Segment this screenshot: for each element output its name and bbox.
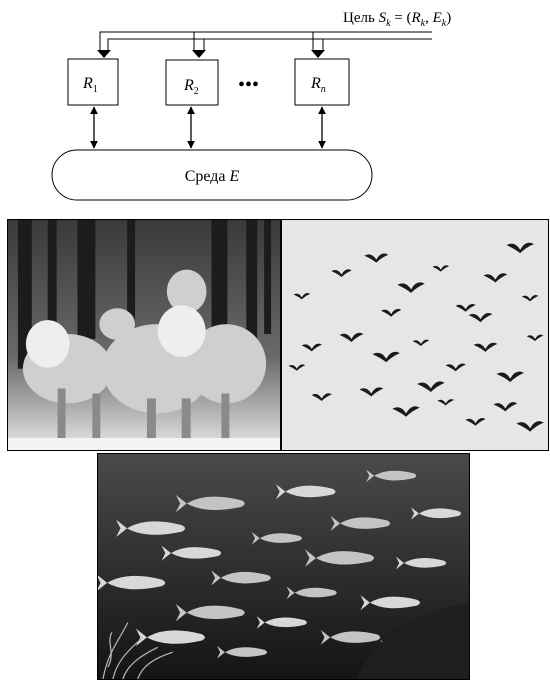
ellipsis-dots: ••• — [238, 74, 259, 96]
bird-silhouette — [455, 303, 476, 312]
robot-environment-arrows — [90, 106, 326, 149]
bird-silhouette — [468, 312, 493, 323]
multi-robot-diagram: Цель Sk = (Rk, Ek) R1 R2 Rn ••• — [51, 10, 451, 201]
robot-box-r2: R2 — [165, 59, 219, 106]
bird-silhouette — [359, 387, 384, 397]
bird-silhouette — [437, 399, 455, 406]
fish-silhouette — [320, 629, 381, 645]
fish-silhouette — [175, 603, 245, 622]
svg-text:R2: R2 — [183, 77, 199, 97]
bird-silhouette — [432, 265, 450, 272]
bird-silhouette — [493, 402, 518, 412]
bird-silhouette — [372, 351, 400, 363]
bird-silhouette — [339, 332, 364, 342]
robot-box-rn: Rn — [294, 58, 350, 106]
robot-box-r1: R1 — [67, 58, 119, 106]
bird-silhouette — [412, 339, 430, 347]
bird-silhouette — [445, 363, 466, 372]
fish-silhouette — [216, 645, 268, 659]
fish-silhouette — [305, 549, 375, 567]
bird-silhouette — [381, 308, 402, 317]
bird-silhouette — [521, 294, 539, 302]
bird-silhouette — [465, 417, 486, 426]
goal-label: Цель Sk = (Rk, Ek) — [343, 10, 451, 29]
fish-silhouette — [251, 531, 302, 545]
fish-silhouette — [286, 586, 337, 600]
fish-silhouette — [330, 515, 391, 531]
fish-silhouette — [98, 575, 166, 591]
bird-silhouette — [496, 371, 524, 383]
fish-silhouette — [116, 519, 186, 538]
svg-text:Rn: Rn — [310, 75, 326, 95]
environment-box: Среда E — [51, 149, 373, 201]
goal-bus — [99, 31, 432, 50]
bird-silhouette — [364, 253, 389, 263]
fish-silhouette — [256, 616, 307, 629]
bird-silhouette — [293, 293, 311, 300]
fish-silhouette — [175, 494, 245, 513]
bird-silhouette — [526, 334, 544, 342]
fish-silhouette — [161, 545, 222, 561]
flying-geese-photo — [281, 219, 549, 451]
bird-silhouette — [397, 282, 425, 293]
bird-silhouette — [506, 242, 534, 254]
wolf-pack-photo — [7, 219, 281, 451]
bird-silhouette — [311, 393, 332, 401]
bird-silhouette — [516, 421, 544, 432]
fish-silhouette — [366, 469, 417, 483]
bird-silhouette — [417, 381, 445, 392]
fish-school-photo — [97, 453, 470, 680]
bird-silhouette — [288, 364, 306, 371]
svg-text:Среда E: Среда E — [185, 168, 240, 185]
fish-silhouette — [360, 595, 421, 611]
bird-silhouette — [392, 406, 420, 417]
bird-silhouette — [483, 273, 508, 283]
bus-arrowheads — [97, 50, 325, 58]
fish-silhouette — [211, 570, 271, 586]
svg-text:R1: R1 — [82, 75, 98, 95]
fish-silhouette — [410, 507, 462, 520]
bird-silhouette — [331, 269, 352, 278]
fish-silhouette — [135, 628, 205, 647]
bird-silhouette — [301, 343, 322, 352]
fish-silhouette — [275, 484, 336, 500]
bird-silhouette — [473, 342, 498, 352]
fish-silhouette — [395, 556, 447, 570]
